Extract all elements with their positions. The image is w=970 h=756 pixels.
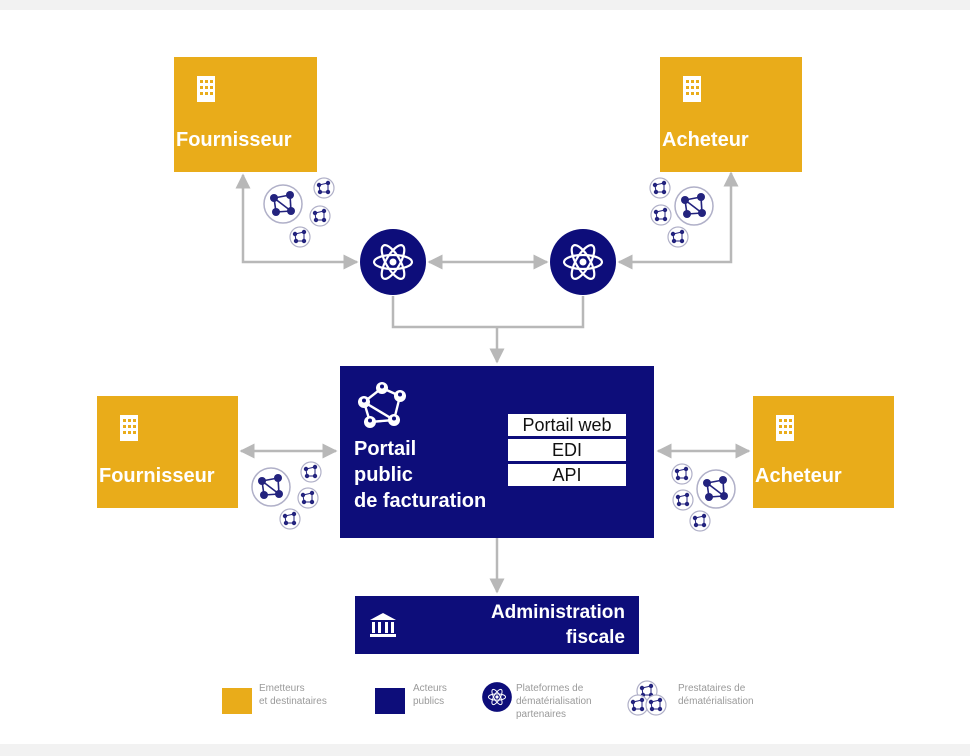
legend-public-line2: publics — [413, 696, 445, 707]
bottom-border — [0, 744, 970, 756]
legend-atom-icon — [481, 681, 513, 713]
edge-acheteur-top-platform — [617, 171, 739, 270]
administration-fiscale-box: Administration fiscale — [355, 596, 639, 654]
channel-api: API — [508, 464, 626, 486]
fournisseur-bottom-label: Fournisseur — [99, 465, 215, 487]
legend-provider-line1: Prestataires de — [678, 683, 746, 694]
legend-actor-line1: Emetteurs — [259, 683, 305, 694]
provider-cluster-top-left-network-icon — [263, 177, 335, 248]
acheteur-bottom-box: Acheteur — [753, 396, 894, 508]
legend-actor-line2: et destinataires — [259, 696, 327, 707]
edge-fournisseur-top-platform — [235, 173, 359, 270]
building-icon — [197, 76, 215, 102]
legend-public-text: Acteurs publics — [413, 682, 447, 708]
legend-network-icon — [627, 680, 667, 716]
legend-platform-line3: partenaires — [516, 709, 567, 720]
network-icon — [358, 382, 406, 428]
legend-provider-line2: dématérialisation — [678, 696, 754, 707]
acheteur-top-box: Acheteur — [660, 57, 802, 172]
portail-public-title: Portail public de facturation — [354, 436, 486, 514]
legend-actor-text: Emetteurs et destinataires — [259, 682, 327, 708]
provider-cluster-bottom-right-network-icon — [671, 463, 736, 532]
edge-platforms-join — [391, 296, 585, 329]
acheteur-top-label: Acheteur — [662, 129, 749, 151]
legend-public-line1: Acteurs — [413, 683, 447, 694]
legend-public-swatch — [375, 688, 405, 714]
administration-line1: Administration — [490, 602, 625, 623]
administration-fiscale-label: Administration fiscale — [491, 600, 625, 650]
portail-public-box: Portail public de facturation Portail we… — [340, 366, 654, 538]
administration-line2: fiscale — [565, 627, 625, 648]
portal-channels: Portail web EDI API — [508, 414, 626, 489]
building-icon — [120, 415, 138, 441]
platform-right-atom-icon — [548, 227, 618, 297]
fournisseur-top-box: Fournisseur — [174, 57, 317, 172]
provider-cluster-bottom-left-network-icon — [251, 461, 322, 530]
legend-platform-text: Plateformes de dématérialisation partena… — [516, 682, 592, 721]
legend-platform-line1: Plateformes de — [516, 683, 584, 694]
portail-title-line3: de facturation — [354, 490, 487, 512]
fournisseur-bottom-box: Fournisseur — [97, 396, 238, 508]
channel-portail-web: Portail web — [508, 414, 626, 436]
building-icon — [776, 415, 794, 441]
top-border — [0, 0, 970, 10]
legend-actor-swatch — [222, 688, 252, 714]
provider-cluster-top-right-network-icon — [649, 177, 714, 248]
legend-platform-line2: dématérialisation — [516, 696, 592, 707]
bank-icon — [370, 613, 396, 637]
platform-left-atom-icon — [358, 227, 428, 297]
legend-provider-text: Prestataires de dématérialisation — [678, 682, 754, 708]
channel-edi: EDI — [508, 439, 626, 461]
portail-title-line2: public — [354, 464, 413, 486]
portail-title-line1: Portail — [354, 438, 417, 460]
fournisseur-top-label: Fournisseur — [176, 129, 292, 151]
acheteur-bottom-label: Acheteur — [755, 465, 842, 487]
building-icon — [683, 76, 701, 102]
